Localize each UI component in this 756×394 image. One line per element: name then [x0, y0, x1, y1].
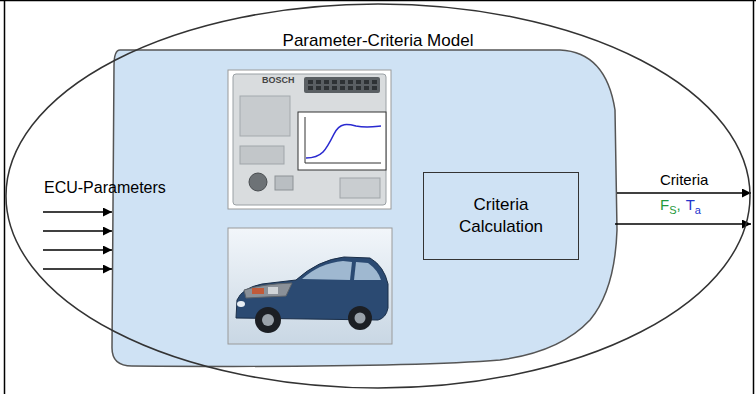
brand-mark: BOSCH [262, 75, 295, 85]
signal-name: T [686, 196, 695, 213]
ellipse-outline [6, 4, 750, 388]
input-arrows [43, 212, 112, 269]
car-picture [228, 228, 392, 344]
output-arrows [615, 193, 751, 224]
ecu-picture [228, 70, 391, 209]
process-label: Criteria Calculation [445, 194, 557, 238]
frame-line [0, 0, 756, 1]
signal-subscript: S [669, 204, 676, 217]
output-label: Criteria [660, 171, 708, 188]
model-title: Parameter-Criteria Model [5, 31, 751, 51]
separator: , [677, 196, 681, 213]
frame-line [4, 0, 6, 394]
signal-name: F [660, 196, 669, 213]
signal-group: FS, Ta [660, 196, 701, 214]
frame-line [753, 0, 755, 394]
process-box: Criteria Calculation [423, 172, 579, 260]
signal-subscript: a [695, 204, 701, 217]
input-label: ECU-Parameters [44, 179, 166, 197]
model-region [112, 50, 617, 366]
